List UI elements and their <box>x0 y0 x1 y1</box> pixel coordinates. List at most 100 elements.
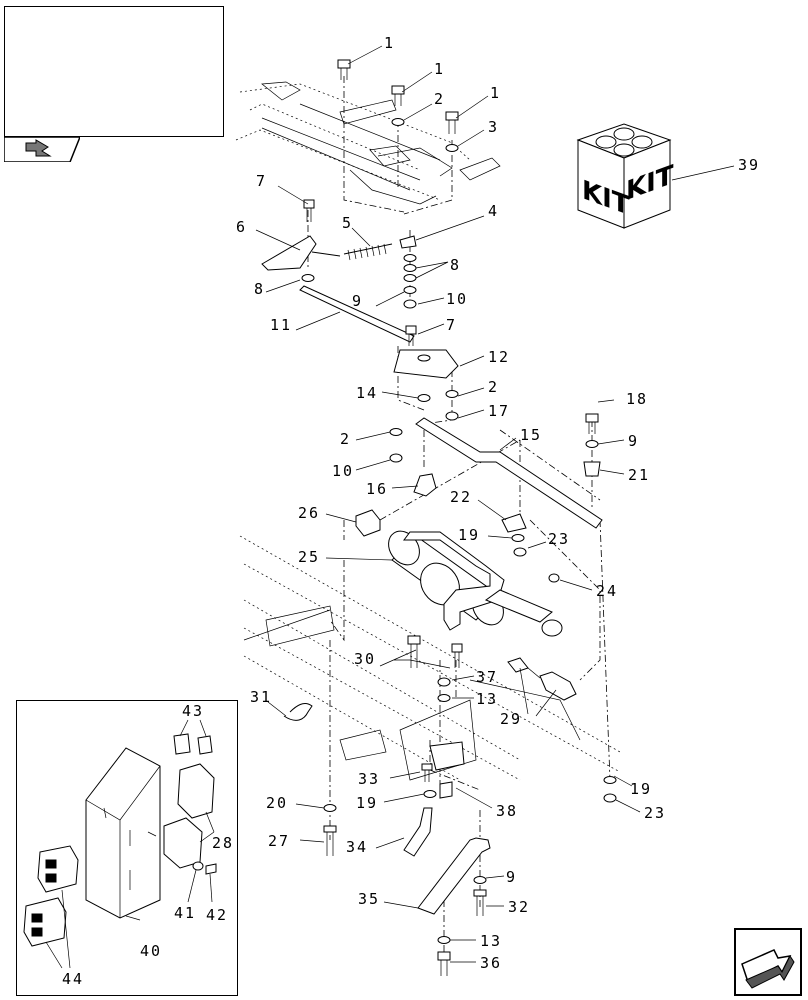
callout-33: 33 <box>358 770 380 788</box>
pin-part-27 <box>323 825 337 856</box>
nut-part-10a <box>403 299 417 309</box>
washer-part-13b <box>437 936 451 944</box>
bar-part-15 <box>415 417 603 529</box>
callout-29: 29 <box>500 710 522 728</box>
bolt-part-36 <box>437 951 451 976</box>
callout-13b: 13 <box>480 932 502 950</box>
callout-36: 36 <box>480 954 502 972</box>
callout-labels: 1 1 2 1 3 7 6 5 4 8 8 9 10 11 7 12 14 2 … <box>62 34 760 988</box>
callout-6: 6 <box>236 218 247 236</box>
callout-21: 21 <box>628 466 650 484</box>
callout-3: 3 <box>488 118 499 136</box>
washer-part-14 <box>417 394 431 402</box>
rod-part-11 <box>299 285 415 343</box>
washer-part-2a <box>391 118 405 126</box>
lower-frame-outline <box>239 535 621 781</box>
callout-5: 5 <box>342 214 353 232</box>
next-navigation-button[interactable] <box>734 928 802 996</box>
nut-part-23a <box>513 547 527 557</box>
back-navigation-button[interactable] <box>4 137 80 162</box>
callout-32: 32 <box>508 898 530 916</box>
switch-part-44 <box>23 845 79 947</box>
upper-frame-outline <box>235 81 501 205</box>
callout-7a: 7 <box>256 172 267 190</box>
callout-2b: 2 <box>488 378 499 396</box>
callout-9c: 9 <box>506 868 517 886</box>
callout-44: 44 <box>62 970 84 988</box>
washer-part-3 <box>445 144 459 152</box>
bolt-part-33 <box>421 763 433 782</box>
harness-part-31 <box>283 703 313 721</box>
callout-31: 31 <box>250 688 272 706</box>
knob-part-16 <box>413 473 437 497</box>
callout-1b: 1 <box>434 60 445 78</box>
callout-8b: 8 <box>254 280 265 298</box>
callout-39: 39 <box>738 156 760 174</box>
callout-23a: 23 <box>548 530 570 548</box>
callout-14: 14 <box>356 384 378 402</box>
callout-9b: 9 <box>628 432 639 450</box>
socket-part-28 <box>163 763 215 869</box>
bolt-part-1a <box>337 59 351 80</box>
bushing-part-12a <box>417 354 431 362</box>
spacer-part-38 <box>439 781 453 799</box>
bolt-part-1c <box>445 111 459 134</box>
plate-part-12 <box>393 349 459 379</box>
callout-34: 34 <box>346 838 368 856</box>
washer-stack-part-8 <box>403 254 417 294</box>
washer-part-19a <box>511 534 525 542</box>
bracket-part-35 <box>417 837 491 915</box>
callout-19b: 19 <box>356 794 378 812</box>
callout-2c: 2 <box>340 430 351 448</box>
spacer-part-21 <box>583 461 601 477</box>
callout-7b: 7 <box>446 316 457 334</box>
reference-thumbnail-frame <box>4 6 224 137</box>
callout-11: 11 <box>270 316 292 334</box>
nut-part-24 <box>548 573 560 583</box>
nut-part-17 <box>445 411 459 421</box>
callout-42: 42 <box>206 906 228 924</box>
assembly-axes <box>307 76 611 960</box>
washer-part-13a <box>437 694 451 702</box>
bracket-part-34 <box>403 807 433 857</box>
washer-part-9b <box>473 876 487 884</box>
callout-35: 35 <box>358 890 380 908</box>
callout-1a: 1 <box>384 34 395 52</box>
bolt-part-18 <box>585 413 599 434</box>
callout-16: 16 <box>366 480 388 498</box>
bolt-part-7b <box>405 325 417 346</box>
washer-part-2c <box>389 428 403 436</box>
nut-part-37 <box>437 677 451 687</box>
bolt-part-1b <box>391 85 405 106</box>
washer-part-19b <box>423 790 437 798</box>
callout-19c: 19 <box>630 780 652 798</box>
spring-part-5 <box>311 243 393 261</box>
callout-22: 22 <box>450 488 472 506</box>
callout-43: 43 <box>182 702 204 720</box>
callout-15: 15 <box>520 426 542 444</box>
callout-41: 41 <box>174 904 196 922</box>
connector-part-43 <box>173 733 213 755</box>
washer-part-19c <box>603 776 617 784</box>
callout-4: 4 <box>488 202 499 220</box>
back-arrow-icon <box>4 137 80 162</box>
callout-12: 12 <box>488 348 510 366</box>
nut-part-23b <box>603 793 617 803</box>
callout-20: 20 <box>266 794 288 812</box>
leader-lines <box>45 45 735 969</box>
clip-part-26 <box>355 509 381 537</box>
kit-box-icon: KIT KIT <box>576 123 674 229</box>
cable-part-29 <box>507 657 577 701</box>
washer-part-2b <box>445 390 459 398</box>
callout-2a: 2 <box>434 90 445 108</box>
nut-part-10b <box>389 453 403 463</box>
bolt-part-7a <box>303 199 315 222</box>
control-box-part-40 <box>85 747 161 919</box>
bolt-part-32 <box>473 889 487 916</box>
callout-37: 37 <box>476 668 498 686</box>
bracket-part-4 <box>399 235 417 249</box>
bolt-part-30a <box>407 635 421 668</box>
next-arrow-icon <box>734 928 802 996</box>
